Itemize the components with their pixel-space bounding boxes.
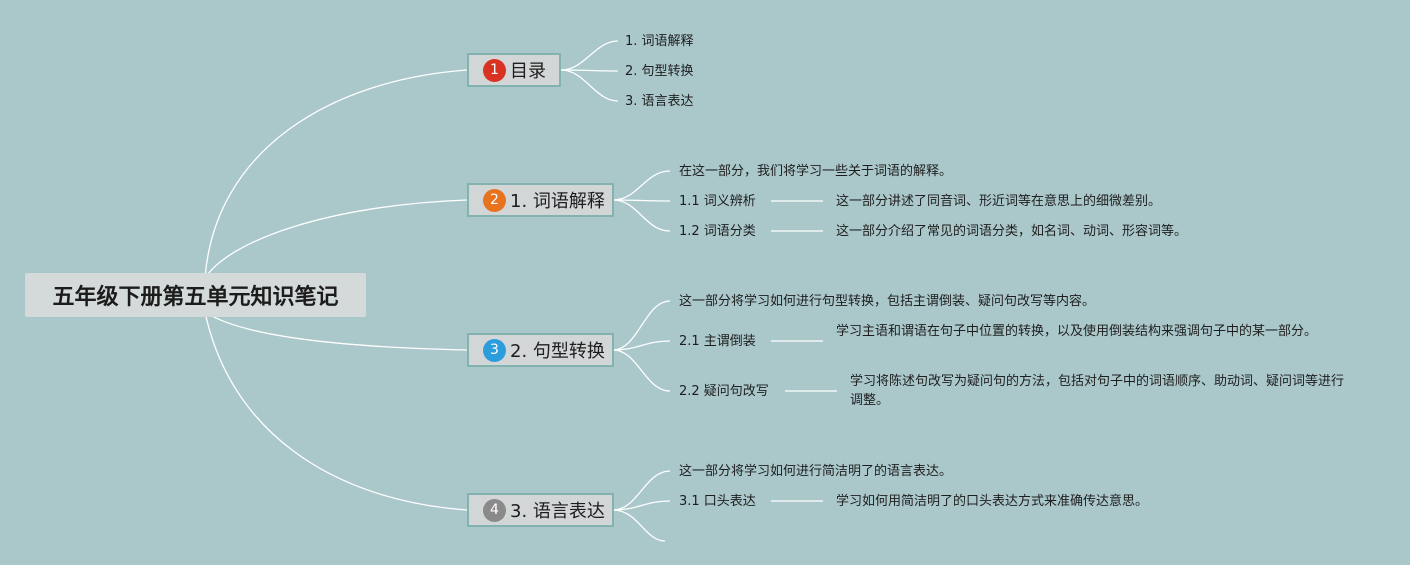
- branch-topic-sentence[interactable]: 3 2. 句型转换: [467, 333, 614, 367]
- subtopic-label[interactable]: 2.1 主谓倒装: [679, 334, 756, 349]
- branch-label: 2. 句型转换: [510, 341, 605, 362]
- number-badge-icon: 2: [483, 188, 506, 212]
- subtopic-desc[interactable]: 学习如何用简洁明了的口头表达方式来准确传达意思。: [836, 494, 1149, 509]
- subtopic-desc[interactable]: 学习主语和谓语在句子中位置的转换，以及使用倒装结构来强调句子中的某一部分。: [836, 324, 1318, 339]
- connector-root-branch-4: [204, 311, 468, 511]
- branch-topic-contents[interactable]: 1 目录: [467, 53, 561, 87]
- contents-item[interactable]: 3. 语言表达: [625, 94, 694, 109]
- connector-b2-item2: [612, 199, 671, 232]
- branch-intro[interactable]: 在这一部分，我们将学习一些关于词语的解释。: [679, 164, 953, 179]
- branch-topic-expression[interactable]: 4 3. 语言表达: [467, 493, 614, 527]
- subtopic-desc[interactable]: 这一部分讲述了同音词、形近词等在意思上的细微差别。: [836, 194, 1162, 209]
- connector-b3-item2: [612, 349, 671, 392]
- subtopic-label[interactable]: 2.2 疑问句改写: [679, 384, 769, 399]
- branch-intro[interactable]: 这一部分将学习如何进行简洁明了的语言表达。: [679, 464, 953, 479]
- subtopic-desc[interactable]: 学习将陈述句改写为疑问句的方法，包括对句子中的词语顺序、助动词、疑问词等进行调整…: [850, 374, 1345, 408]
- contents-item[interactable]: 1. 词语解释: [625, 34, 694, 49]
- connector-b4-empty: [612, 509, 666, 542]
- branch-intro[interactable]: 这一部分将学习如何进行句型转换，包括主谓倒装、疑问句改写等内容。: [679, 294, 1096, 309]
- branch-topic-vocabulary[interactable]: 2 1. 词语解释: [467, 183, 614, 217]
- connector-b3-intro: [612, 300, 671, 351]
- connector-root-branch-2: [204, 199, 468, 279]
- connector-b4-item1: [612, 500, 671, 511]
- connector-b1-item3: [560, 69, 619, 102]
- connector-b3-item1: [612, 340, 671, 351]
- subtopic-label[interactable]: 1.2 词语分类: [679, 224, 756, 239]
- connector-root-branch-1: [204, 69, 468, 279]
- connector-b4-intro: [612, 470, 671, 511]
- branch-label: 3. 语言表达: [510, 501, 605, 522]
- connector-b1-item1: [560, 40, 619, 71]
- connector-root-branch-3: [204, 311, 468, 351]
- subtopic-label[interactable]: 1.1 词义辨析: [679, 194, 756, 209]
- subtopic-label[interactable]: 3.1 口头表达: [679, 494, 756, 509]
- root-topic[interactable]: 五年级下册第五单元知识笔记: [25, 273, 366, 317]
- number-badge-icon: 3: [483, 338, 506, 362]
- number-badge-icon: 1: [483, 58, 506, 82]
- root-title: 五年级下册第五单元知识笔记: [52, 285, 339, 310]
- branch-label: 目录: [510, 61, 546, 82]
- connector-b2-intro: [612, 170, 671, 201]
- subtopic-desc[interactable]: 这一部分介绍了常见的词语分类，如名词、动词、形容词等。: [836, 224, 1188, 239]
- contents-item[interactable]: 2. 句型转换: [625, 64, 694, 79]
- branch-label: 1. 词语解释: [510, 191, 605, 212]
- number-badge-icon: 4: [483, 498, 506, 522]
